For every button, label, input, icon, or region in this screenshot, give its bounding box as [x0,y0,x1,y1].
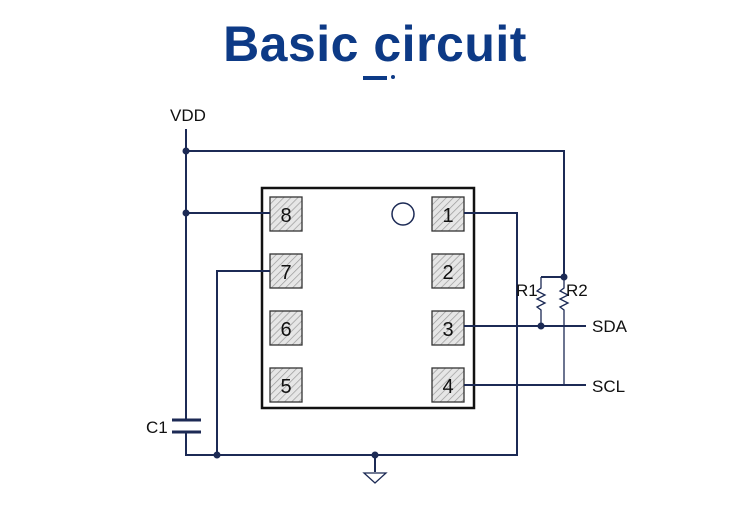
junction-pin8 [182,209,190,217]
pin7-wire [216,270,270,455]
vdd-label: VDD [170,106,206,125]
r1-label: R1 [516,281,538,300]
title-accent-dot [391,75,395,79]
pin-2-number: 2 [442,262,453,284]
r2-label: R2 [566,281,588,300]
pin-6: 6 [269,310,303,346]
r2-resistor [558,277,570,385]
ground-bus [185,212,518,456]
title-accent-bar [363,76,387,80]
junction-resistor-top [560,273,568,281]
pin-8: 8 [269,196,303,232]
c1-label: C1 [146,418,168,437]
pin-7: 7 [269,253,303,289]
pin-2: 2 [431,253,465,289]
pin-3-number: 3 [442,319,453,341]
r1-resistor [535,277,547,326]
pin-1: 1 [431,196,465,232]
sda-label: SDA [592,317,628,336]
pin-3: 3 [431,310,465,346]
pin-6-number: 6 [280,319,291,341]
pin-7-number: 7 [280,262,291,284]
pin-5-number: 5 [280,376,291,398]
junction-ground [371,451,379,459]
pin-1-number: 1 [442,205,453,227]
junction-vdd-top [182,147,190,155]
vdd-top-wire [186,150,565,277]
capacitor-c1 [172,418,201,434]
pin-4-number: 4 [442,376,453,398]
pin-8-number: 8 [280,205,291,227]
pin-4: 4 [431,367,465,403]
scl-label: SCL [592,377,625,396]
ground-icon [362,472,388,484]
pin1-marker [391,202,415,226]
junction-ground-pin7 [213,451,221,459]
junction-sda [537,322,545,330]
page-title: Basic circuit [223,16,527,72]
pin-5: 5 [269,367,303,403]
